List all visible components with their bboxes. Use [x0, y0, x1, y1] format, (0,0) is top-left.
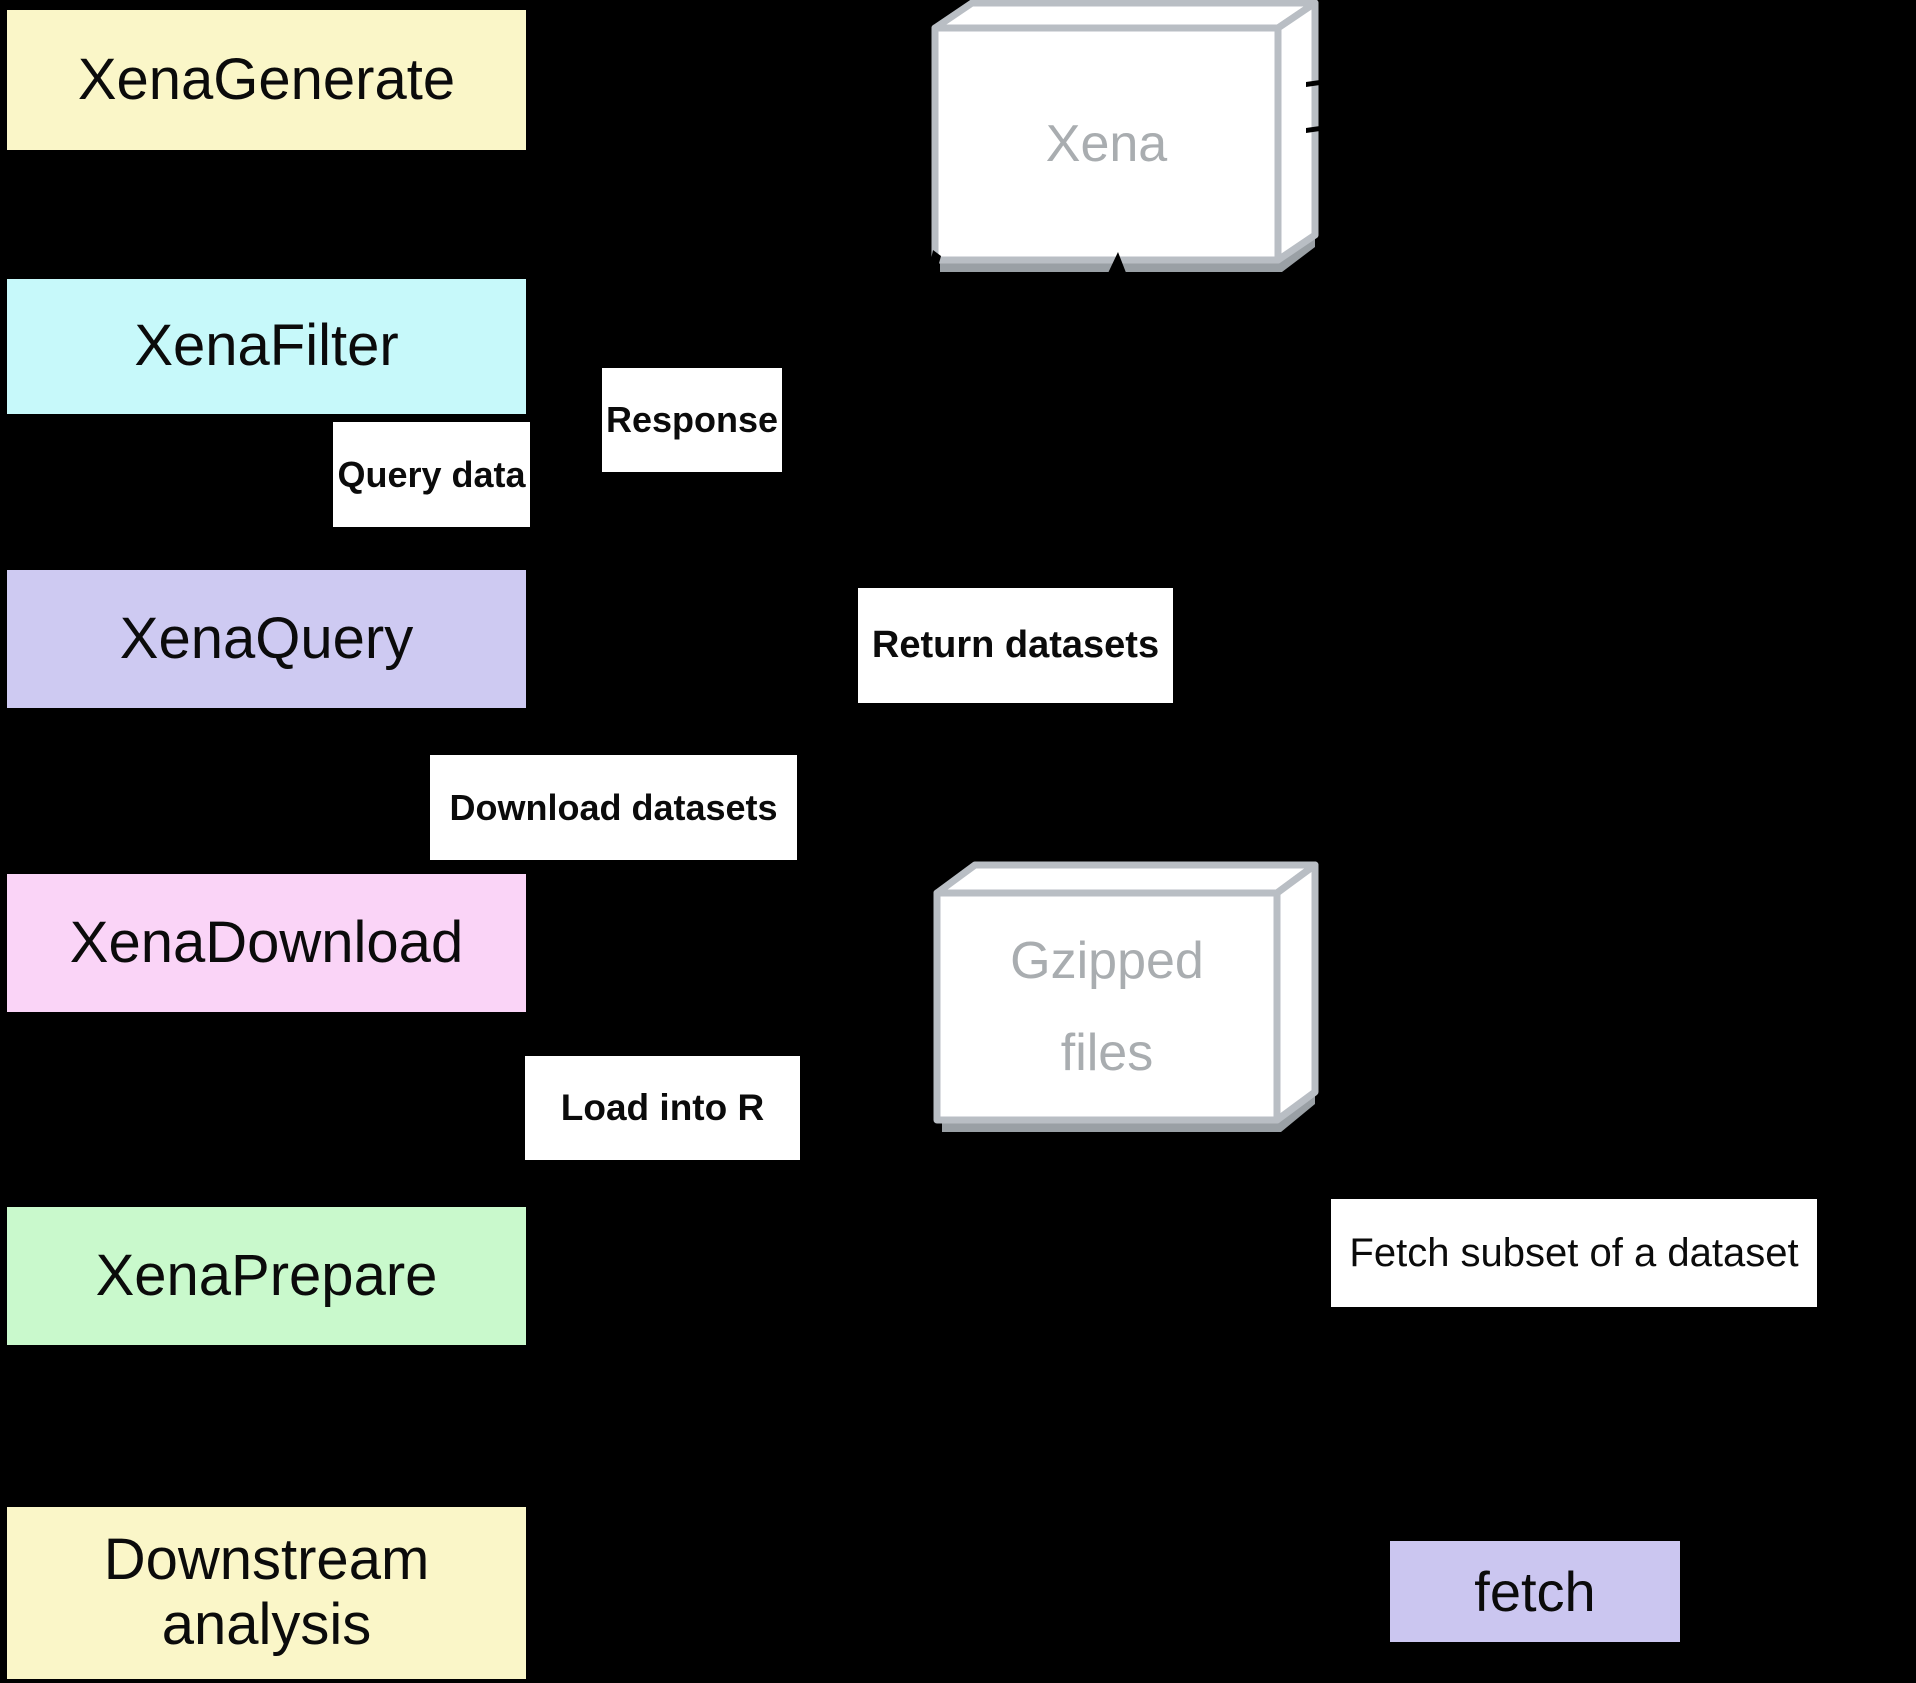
gzipped-files-db-box	[933, 861, 1319, 1132]
step-xenagenerate: XenaGenerate	[5, 8, 528, 152]
step-xenaprepare: XenaPrepare	[5, 1205, 528, 1347]
edge-label-load-into-r: Load into R	[525, 1056, 800, 1160]
edge-label-download-datasets: Download datasets	[430, 755, 797, 860]
step-xenadownload: XenaDownload	[5, 872, 528, 1014]
step-xenaquery: XenaQuery	[5, 568, 528, 710]
edge-label-response: Response	[602, 368, 782, 472]
edge-label-query-data: Query data	[333, 422, 530, 527]
edge-label-return-datasets: Return datasets	[858, 588, 1173, 703]
xena-db-box	[931, 0, 1319, 272]
edge-label-fetch-subset: Fetch subset of a dataset	[1331, 1199, 1817, 1307]
edge-label-fetch: fetch	[1390, 1541, 1680, 1642]
step-downstream-analysis: Downstream analysis	[5, 1505, 528, 1681]
step-xenafilter: XenaFilter	[5, 277, 528, 416]
